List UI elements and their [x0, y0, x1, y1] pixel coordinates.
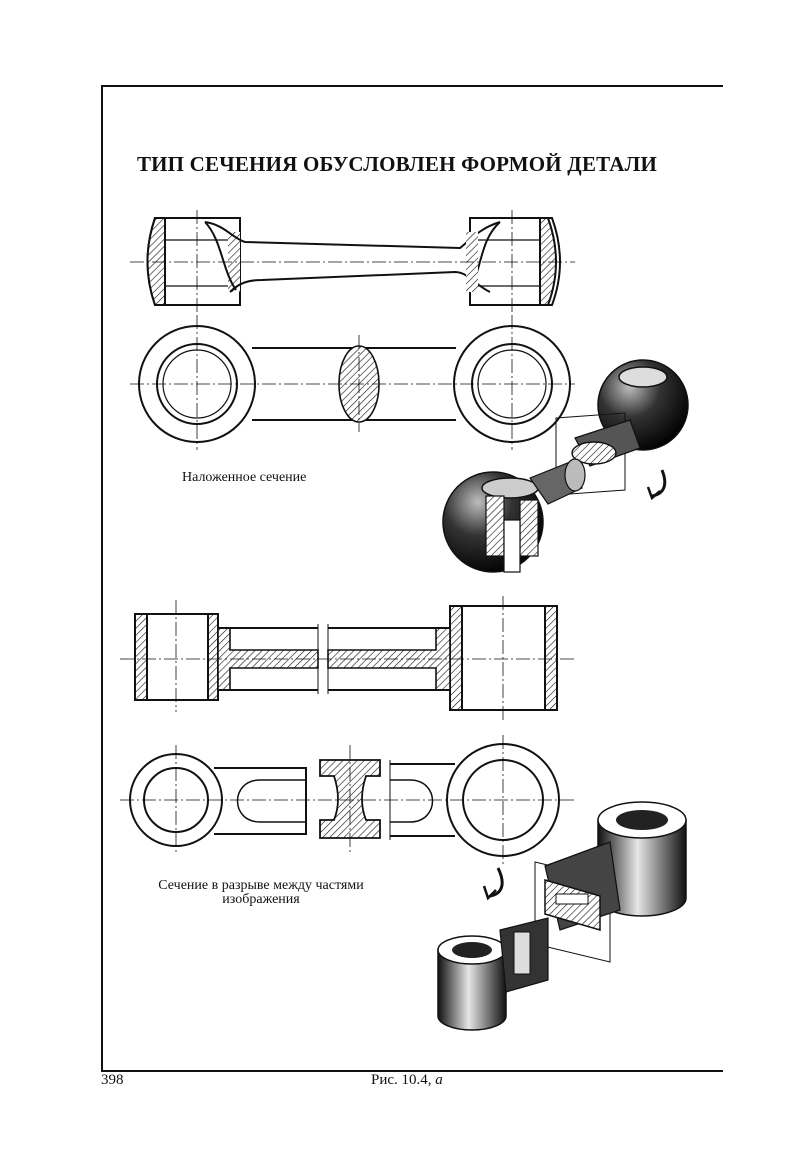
figure-label-suffix: а	[435, 1072, 443, 1088]
page-number: 398	[101, 1072, 124, 1088]
page-frame	[101, 85, 723, 1072]
figure-label-text: Рис. 10.4,	[371, 1072, 432, 1088]
connecting-rod-top-view-with-section-in-break	[120, 735, 575, 865]
connecting-rod-front-view	[130, 210, 575, 312]
connecting-rod-top-view-with-overlaid-section	[130, 315, 575, 450]
figure-label: Рис. 10.4, а	[371, 1072, 443, 1089]
page-title: ТИП СЕЧЕНИЯ ОБУСЛОВЛЕН ФОРМОЙ ДЕТАЛИ	[136, 152, 658, 176]
caption-section-in-break: Сечение в разрыве между частями изображе…	[146, 879, 376, 907]
caption-overlaid-section: Наложенное сечение	[182, 470, 307, 485]
isometric-section-in-break	[437, 801, 687, 1031]
caption-section-in-break-line2: изображения	[222, 892, 300, 907]
caption-section-in-break-line1: Сечение в разрыве между частями	[158, 878, 364, 893]
connecting-rod-front-view-with-break	[120, 596, 575, 720]
isometric-overlaid-section	[442, 359, 689, 573]
